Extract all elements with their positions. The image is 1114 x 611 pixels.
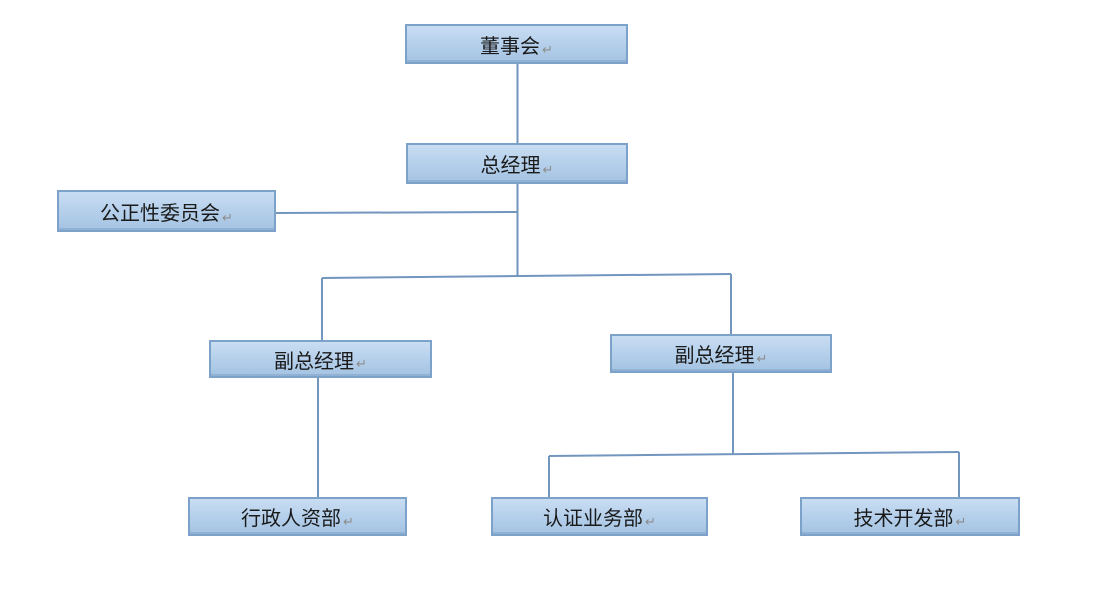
org-node-impartiality-committee: 公正性委员会↵ [57, 190, 276, 232]
connector-impartiality-gm [275, 211, 518, 214]
return-mark-icon: ↵ [645, 515, 656, 530]
return-mark-icon: ↵ [343, 515, 354, 530]
org-node-certification-dept-label: 认证业务部 [543, 506, 644, 530]
org-node-general-manager-label: 总经理 [480, 153, 541, 177]
org-node-impartiality-committee-label: 公正性委员会 [100, 200, 221, 225]
return-mark-icon: ↵ [756, 352, 768, 367]
org-node-tech-development-dept-label: 技术开发部 [853, 506, 954, 530]
org-node-board-label: 董事会 [480, 33, 541, 58]
org-node-admin-hr-dept-label: 行政人资部 [241, 506, 342, 530]
return-mark-icon: ↵ [542, 163, 554, 178]
org-node-deputy-gm-left-label: 副总经理 [274, 348, 355, 373]
org-node-general-manager: 总经理↵ [406, 143, 628, 184]
return-mark-icon: ↵ [222, 211, 233, 226]
connector-dept-branch-h [548, 451, 960, 457]
org-node-tech-development-dept: 技术开发部↵ [800, 497, 1020, 536]
return-mark-icon: ↵ [356, 357, 367, 372]
org-node-admin-hr-dept: 行政人资部↵ [188, 497, 407, 536]
org-node-certification-dept: 认证业务部↵ [491, 497, 708, 536]
org-node-deputy-gm-right: 副总经理↵ [610, 334, 832, 373]
connector-dgm-branch-h [321, 273, 732, 279]
return-mark-icon: ↵ [542, 43, 553, 58]
return-mark-icon: ↵ [955, 515, 967, 530]
org-node-deputy-gm-right-label: 副总经理 [674, 343, 755, 367]
org-node-deputy-gm-left: 副总经理↵ [209, 340, 432, 378]
org-node-board: 董事会↵ [405, 24, 628, 64]
